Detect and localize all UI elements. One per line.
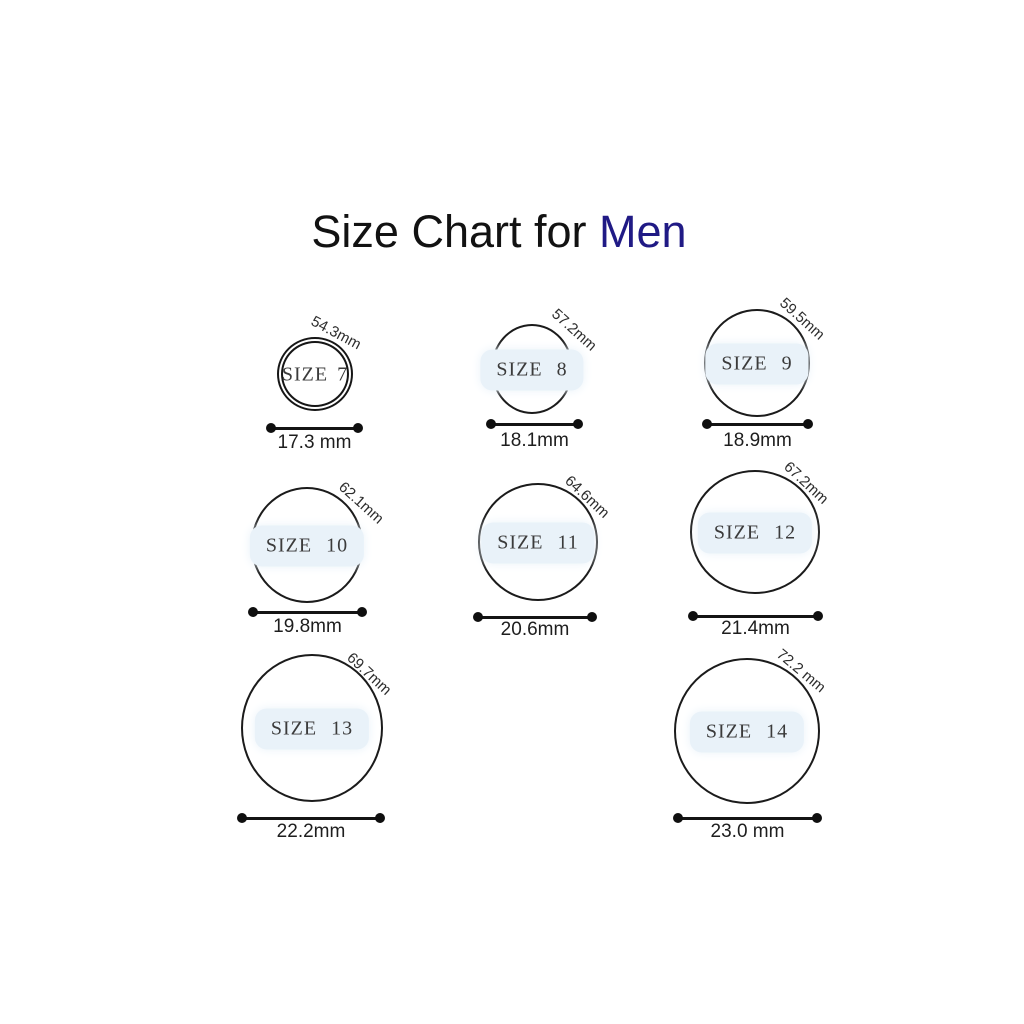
- ring-size-label: SIZE 9: [705, 343, 809, 385]
- ring-diameter-line: [702, 419, 813, 429]
- ring-size-label: SIZE 12: [697, 512, 813, 554]
- line-endpoint-dot-right: [573, 419, 583, 429]
- ring-size-label: SIZE 7: [281, 363, 349, 386]
- ring-diameter-line: [688, 611, 823, 621]
- line-endpoint-dot-right: [587, 612, 597, 622]
- ring-diameter-label: 19.8mm: [273, 616, 342, 637]
- ring-diameter-line: [266, 423, 363, 433]
- ring-diameter-line: [673, 813, 822, 823]
- ring-diameter-line: [248, 607, 367, 617]
- line-endpoint-dot-left: [473, 612, 483, 622]
- ring-size-label: SIZE 10: [249, 525, 365, 567]
- ring-diameter-line: [486, 419, 583, 429]
- line-endpoint-dot-right: [375, 813, 385, 823]
- ring-diameter-label: 21.4mm: [721, 618, 790, 639]
- ring-size-label: SIZE 8: [480, 349, 584, 391]
- title-highlight: Men: [599, 206, 687, 257]
- ring-circle: [690, 470, 820, 594]
- ring-circle: [478, 483, 598, 601]
- title-text: Size Chart for: [311, 206, 587, 257]
- line-endpoint-dot-right: [353, 423, 363, 433]
- line-endpoint-dot-left: [688, 611, 698, 621]
- line-endpoint-dot-left: [702, 419, 712, 429]
- ring-circle: [674, 658, 820, 804]
- page-title: Size Chart for Men: [311, 206, 686, 258]
- ring-size-label: SIZE 14: [689, 711, 805, 753]
- line-endpoint-dot-left: [486, 419, 496, 429]
- ring-circle: [277, 337, 353, 411]
- ring-circle: [704, 309, 810, 417]
- line-endpoint-dot-left: [673, 813, 683, 823]
- ring-diameter-label: 22.2mm: [276, 821, 346, 842]
- ring-diameter-label: 17.3 mm: [277, 432, 352, 453]
- line-endpoint-dot-left: [237, 813, 247, 823]
- ring-diameter-line: [237, 813, 385, 823]
- line-endpoint-dot-right: [812, 813, 822, 823]
- ring-diameter-label: 20.6mm: [500, 619, 570, 640]
- ring-diameter-label: 18.1mm: [500, 430, 569, 451]
- ring-circle: [241, 654, 383, 802]
- ring-diameter-label: 23.0 mm: [710, 821, 785, 842]
- ring-size-label: SIZE 13: [254, 708, 370, 750]
- ring-diameter-line: [473, 612, 597, 622]
- line-endpoint-dot-right: [813, 611, 823, 621]
- line-endpoint-dot-left: [248, 607, 258, 617]
- ring-diameter-label: 18.9mm: [723, 430, 792, 451]
- ring-size-label: SIZE 11: [481, 522, 595, 564]
- line-endpoint-dot-right: [357, 607, 367, 617]
- line-endpoint-dot-right: [803, 419, 813, 429]
- line-endpoint-dot-left: [266, 423, 276, 433]
